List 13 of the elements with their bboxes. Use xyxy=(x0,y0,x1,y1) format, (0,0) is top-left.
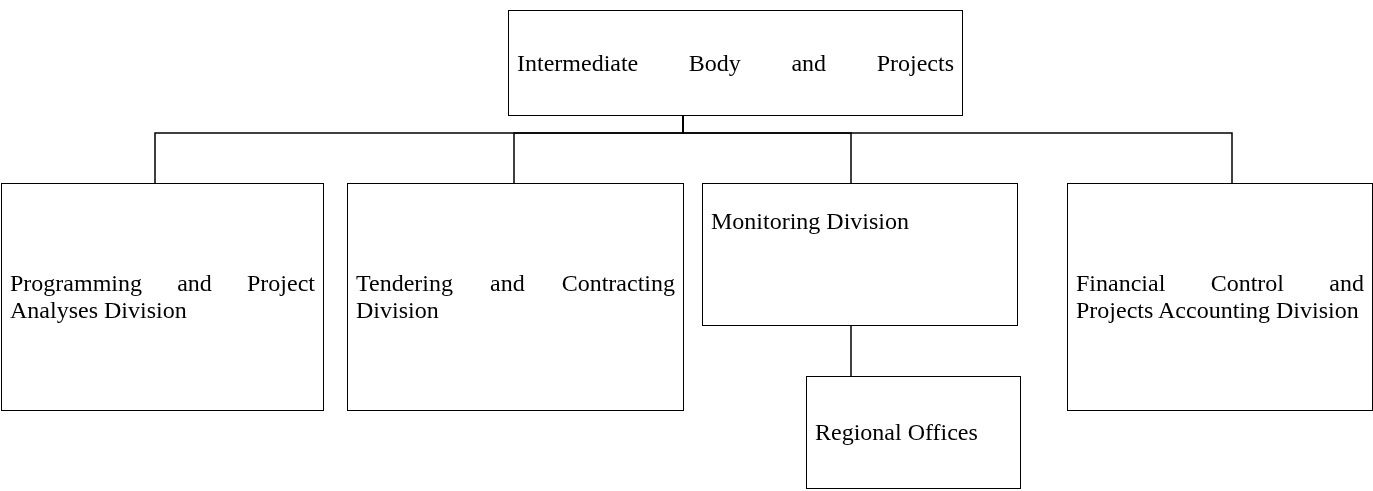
box-label: Financial Control and Projects Accounting Division xyxy=(1076,270,1364,324)
org-box xyxy=(1067,183,1373,411)
org-box xyxy=(806,376,1021,489)
connector-line xyxy=(850,325,852,377)
org-box xyxy=(1,183,324,411)
box-label: Tendering and Contracting Division xyxy=(356,270,675,324)
box-label: Monitoring Division xyxy=(711,208,910,235)
org-box xyxy=(508,10,963,116)
org-box xyxy=(347,183,684,411)
box-label: Programming and Project Analyses Division xyxy=(10,270,315,324)
box-label: Regional Offices xyxy=(815,419,979,446)
box-label: Intermediate Body and Projects xyxy=(517,49,954,77)
org-box xyxy=(702,183,1018,326)
